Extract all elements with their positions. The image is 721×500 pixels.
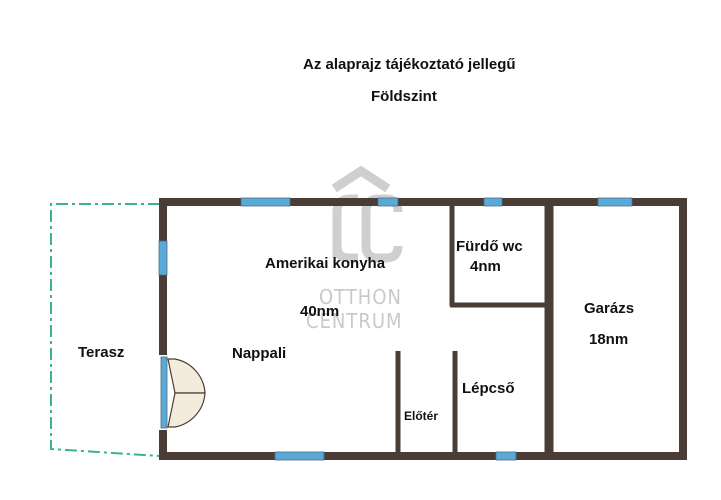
door-frame — [160, 356, 168, 429]
watermark-otthon: OTTHON — [319, 285, 402, 309]
room-stairs: Lépcső — [462, 380, 515, 397]
entrance-door — [159, 355, 206, 430]
door-leaf-bottom — [167, 392, 206, 428]
plan-note: Az alaprajz tájékoztató jellegű — [303, 56, 516, 73]
otthon-centrum-logo — [331, 165, 403, 263]
room-kitchen-area: 40nm — [300, 303, 340, 320]
window-left — [158, 240, 168, 276]
outer-wall — [159, 198, 687, 460]
windows — [158, 197, 633, 461]
watermark-centrum: CENTRUM — [306, 309, 403, 333]
room-bath-area: 4nm — [470, 258, 501, 275]
terrace-outline — [50, 203, 161, 457]
window-top-3 — [483, 197, 503, 207]
room-terrace: Terasz — [78, 344, 125, 361]
room-living: Nappali — [232, 345, 287, 362]
room-hall: Előtér — [404, 409, 439, 423]
room-bath-name: Fürdő wc — [456, 238, 523, 255]
room-kitchen-name: Amerikai konyha — [265, 255, 386, 272]
window-top-4 — [597, 197, 633, 207]
floor-title: Földszint — [371, 88, 437, 105]
room-garage-area: 18nm — [589, 331, 629, 348]
door-leaf-top — [167, 358, 206, 394]
window-bottom-1 — [274, 451, 325, 461]
room-garage-name: Garázs — [584, 300, 635, 317]
interior-walls — [395, 202, 554, 456]
window-bottom-2 — [495, 451, 517, 461]
window-top-2 — [377, 197, 399, 207]
window-top-1 — [240, 197, 291, 207]
